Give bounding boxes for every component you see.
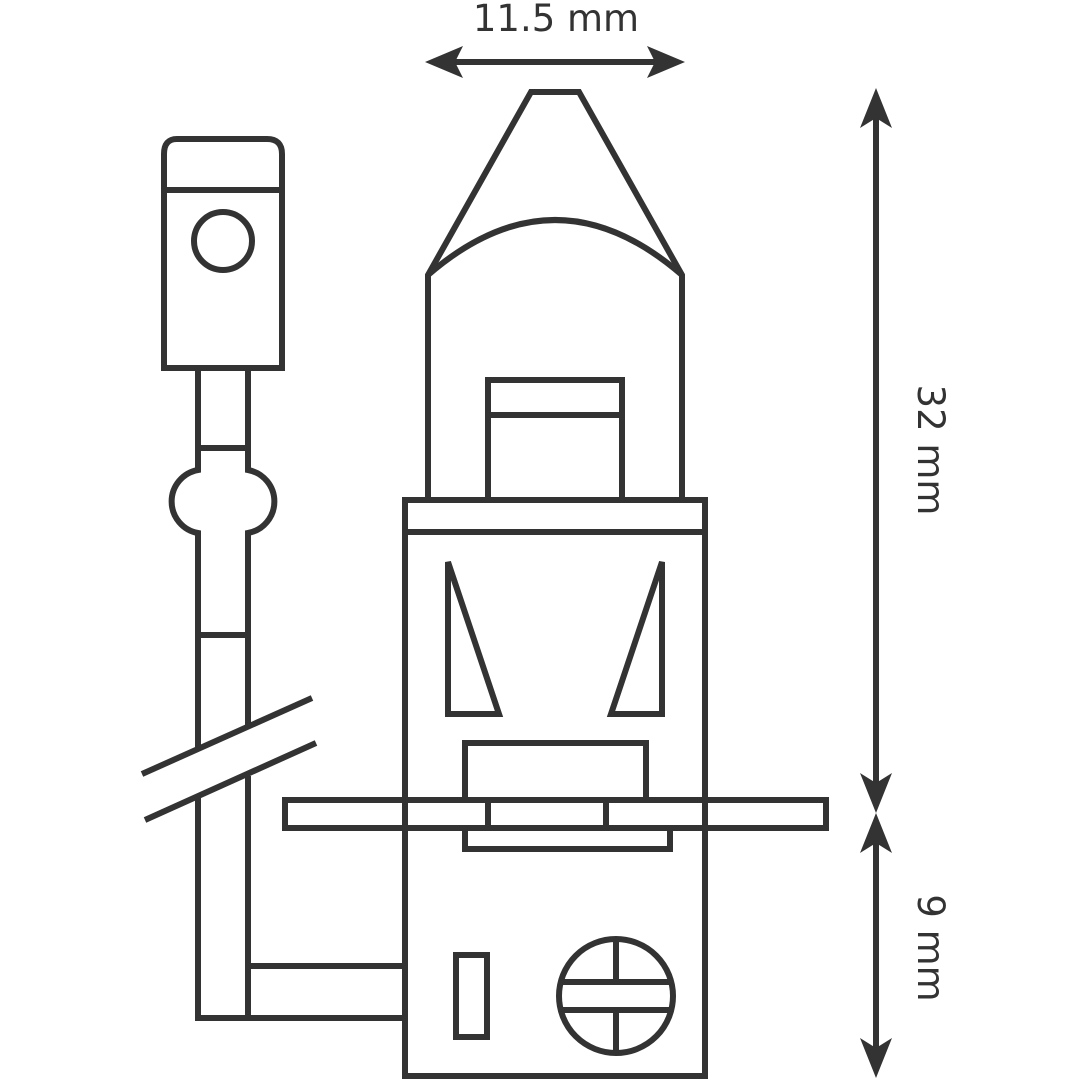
break-mark-line	[143, 740, 318, 823]
terminal-circle	[556, 936, 676, 1056]
total-height-label: 32 mm	[909, 385, 952, 516]
base-body	[402, 497, 708, 1079]
wire	[140, 368, 405, 1021]
height-dimensions: 32 mm 9 mm	[860, 88, 952, 1078]
bulb-reflector-curve	[426, 217, 684, 278]
arrowhead-right-icon	[647, 46, 685, 78]
flange-lower-tab	[462, 828, 673, 852]
wire-seal	[168, 445, 278, 638]
base-mount-block	[462, 740, 649, 800]
arrowhead-up-icon	[860, 88, 892, 128]
break-mark-line	[140, 695, 314, 777]
flange-plate	[282, 797, 829, 831]
filament-cap	[485, 377, 625, 418]
base-left-triangle	[445, 561, 504, 717]
arrowhead-down-icon	[860, 773, 892, 813]
flange-slots	[485, 800, 609, 828]
arrowhead-up-icon	[860, 813, 892, 853]
width-dimension-label: 11.5 mm	[473, 0, 639, 40]
base-right-triangle	[606, 561, 665, 717]
bulb-outline	[425, 89, 685, 500]
arrowhead-left-icon	[425, 46, 463, 78]
arrowhead-down-icon	[860, 1038, 892, 1078]
plug-hole	[191, 209, 255, 273]
terminal-cross	[563, 940, 669, 1052]
width-dimension: 11.5 mm	[425, 0, 685, 78]
connector-plug	[161, 136, 285, 371]
base-height-label: 9 mm	[909, 894, 952, 1001]
glass-bulb	[425, 89, 685, 500]
contact-tab	[453, 952, 490, 1040]
filament-holder	[485, 415, 625, 500]
plug-housing	[161, 136, 285, 371]
base-contacts	[453, 936, 676, 1056]
bulb-base	[402, 497, 708, 1079]
mounting-flange	[282, 797, 829, 852]
